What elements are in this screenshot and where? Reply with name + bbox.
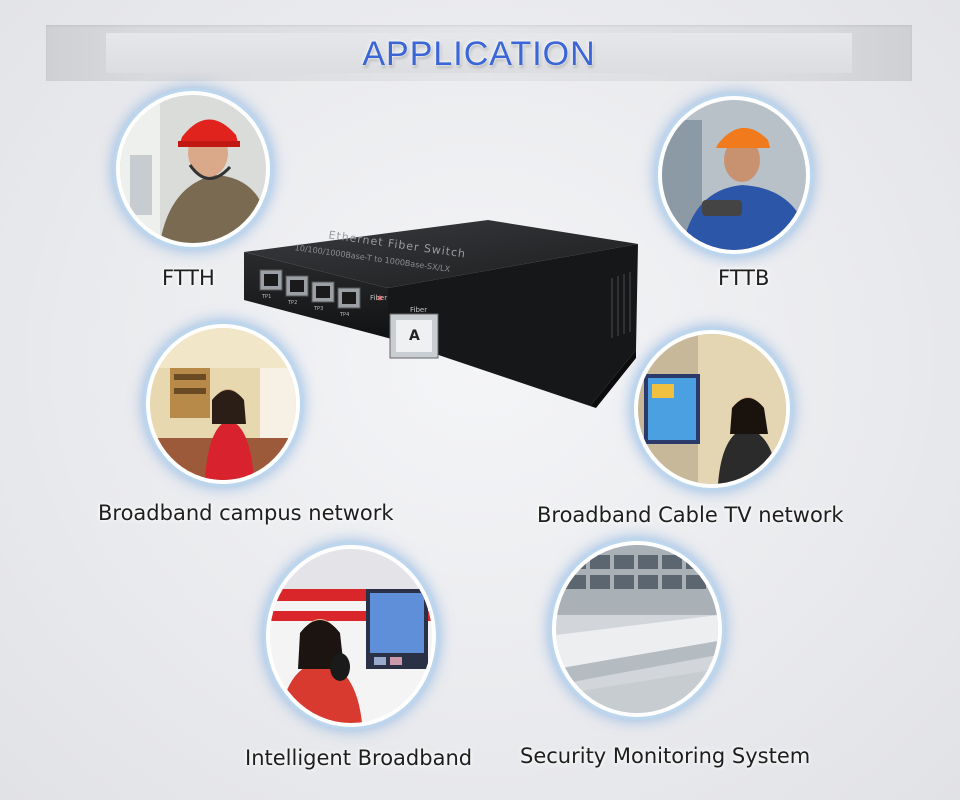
fiber-label-left: Fiber (370, 294, 388, 302)
fttb-photo (658, 96, 810, 254)
port-label-tp4: TP4 (340, 312, 350, 318)
label-ftth: FTTH (162, 266, 215, 290)
port-label-tp3: TP3 (314, 306, 324, 312)
intelligent-broadband-image (270, 549, 432, 723)
worker-blue-image (662, 100, 806, 250)
fiber-label-right: Fiber (410, 306, 428, 314)
banner-inner (106, 33, 852, 73)
cable-tv-image (638, 334, 786, 484)
label-campus: Broadband campus network (98, 501, 394, 525)
intelligent-photo (266, 545, 436, 727)
title-banner: APPLICATION (46, 25, 912, 81)
label-fttb: FTTB (718, 266, 770, 290)
page-title: APPLICATION (362, 35, 596, 73)
label-cable-tv: Broadband Cable TV network (537, 503, 844, 527)
cable-tv-photo (634, 330, 790, 488)
switch-body (244, 220, 638, 408)
label-intelligent: Intelligent Broadband (245, 746, 473, 770)
ftth-photo (116, 91, 270, 247)
port-label-tp1: TP1 (262, 294, 272, 300)
fiber-port-letter: A (409, 328, 420, 344)
port-label-tp2: TP2 (288, 300, 298, 306)
worker-helmet-image (120, 95, 266, 243)
control-room-image (556, 545, 718, 713)
label-security: Security Monitoring System (520, 744, 811, 768)
fiber-switch-device: Ethernet Fiber Switch 10/100/1000Base-T … (240, 218, 642, 408)
security-photo (552, 541, 722, 717)
